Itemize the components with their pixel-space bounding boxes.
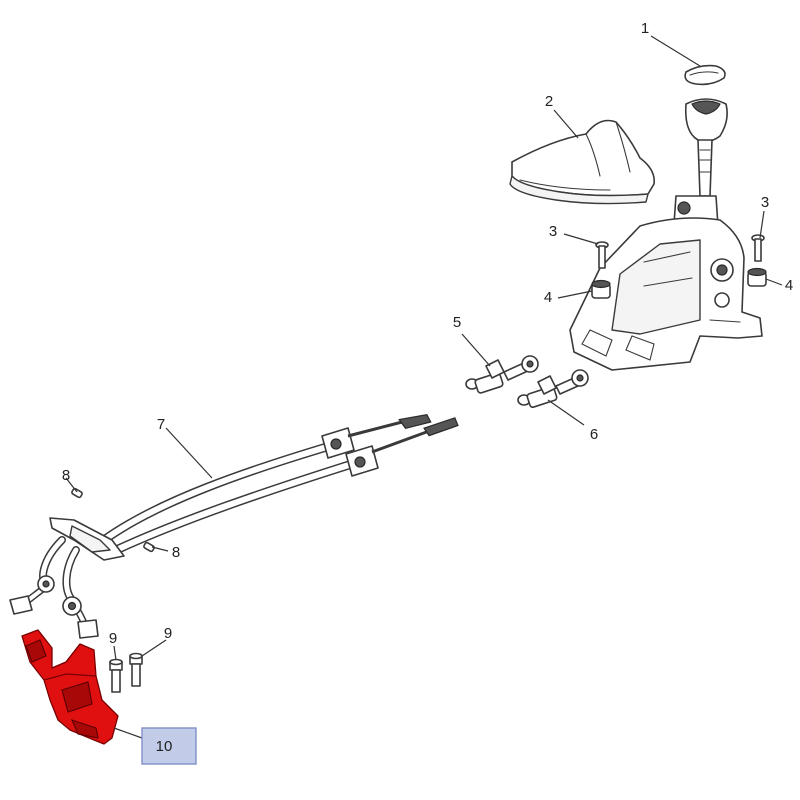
callout-10-box <box>141 727 197 765</box>
callout-4b: 4 <box>785 277 793 294</box>
leader-8b <box>151 546 169 552</box>
part-5-cable-end[interactable] <box>465 355 539 394</box>
callout-10: 10 <box>156 738 173 755</box>
leader-8a <box>65 477 78 493</box>
leader-5 <box>461 333 491 367</box>
callout-3a: 3 <box>549 223 557 240</box>
callout-8a: 8 <box>62 467 70 484</box>
part-3-bolt-left[interactable] <box>595 241 609 269</box>
shifter-assembly[interactable] <box>569 98 763 371</box>
callout-1: 1 <box>641 20 649 37</box>
part-1-knob-cap[interactable] <box>684 64 726 86</box>
leader-3a <box>563 233 599 245</box>
callout-7: 7 <box>157 416 165 433</box>
part-10-cable-bracket[interactable] <box>21 629 119 745</box>
leader-10 <box>113 727 145 746</box>
callout-8b: 8 <box>172 544 180 561</box>
part-8-clip-lower[interactable] <box>143 541 155 553</box>
part-6-cable-end[interactable] <box>517 369 589 409</box>
leader-4b <box>765 278 783 286</box>
callouts: 1 2 3 3 4 4 5 6 7 8 8 9 9 10 <box>62 20 793 765</box>
leader-4a <box>557 290 593 299</box>
leader-lines <box>65 35 783 746</box>
leader-6 <box>547 399 585 426</box>
leader-1 <box>650 35 701 67</box>
callout-3b: 3 <box>761 194 769 211</box>
callout-4a: 4 <box>544 289 552 306</box>
leader-9a <box>113 645 117 661</box>
part-9-bolt-right[interactable] <box>129 652 143 687</box>
leader-9b <box>141 639 167 657</box>
callout-5: 5 <box>453 314 461 331</box>
leader-7 <box>165 427 213 479</box>
part-7-shift-cables[interactable] <box>9 412 459 639</box>
part-9-bolt-left[interactable] <box>109 658 123 693</box>
callout-6: 6 <box>590 426 598 443</box>
part-3-bolt-right[interactable] <box>751 234 765 262</box>
leader-2 <box>553 109 579 139</box>
part-4-bushing-left[interactable] <box>591 279 611 299</box>
callout-9a: 9 <box>109 630 117 647</box>
callout-9b: 9 <box>164 625 172 642</box>
leader-3b <box>759 210 765 239</box>
callout-2: 2 <box>545 93 553 110</box>
part-8-clip-upper[interactable] <box>71 487 83 499</box>
part-4-bushing-right[interactable] <box>747 267 767 287</box>
part-2-shift-boot[interactable] <box>509 119 656 205</box>
